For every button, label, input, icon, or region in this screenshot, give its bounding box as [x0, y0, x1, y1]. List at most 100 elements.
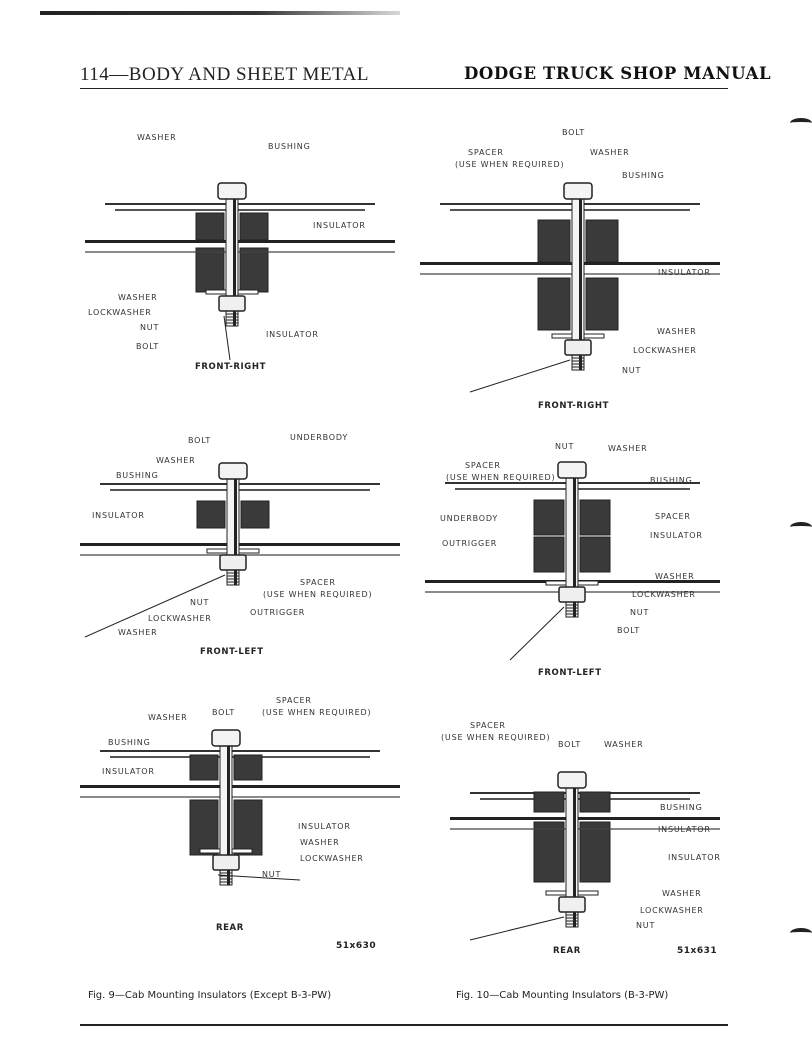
- label-washer: WASHER: [148, 713, 188, 722]
- bolt-head: [211, 729, 241, 747]
- label-bolt: BOLT: [188, 436, 212, 445]
- insulator-block: [533, 791, 565, 813]
- header-rule: [80, 88, 728, 89]
- frame-member: [420, 262, 720, 265]
- leader-line: [469, 359, 571, 393]
- running-header-title: DODGE TRUCK SHOP MANUAL: [464, 64, 772, 83]
- nut: [564, 339, 592, 356]
- label-lockwasher: LOCKWASHER: [88, 308, 152, 317]
- label-washer: WASHER: [604, 740, 644, 749]
- label-insulator: INSULATOR: [92, 511, 145, 520]
- label-spacer: SPACER: [470, 721, 506, 730]
- footer-rule: [80, 1024, 728, 1026]
- nut: [218, 295, 246, 312]
- view-caption: REAR: [553, 946, 581, 956]
- view-caption: REAR: [216, 923, 244, 933]
- running-header-section: 114—BODY AND SHEET METAL: [80, 64, 369, 85]
- label-bolt: BOLT: [136, 342, 160, 351]
- insulator-block: [189, 754, 219, 781]
- label-nut: NUT: [622, 366, 642, 375]
- floor-pan: [110, 489, 370, 491]
- label-lockwasher: LOCKWASHER: [640, 906, 704, 915]
- label-use-when-required: (USE WHEN REQUIRED): [446, 473, 556, 482]
- figure-caption-10: Fig. 10—Cab Mounting Insulators (B-3-PW): [456, 990, 669, 1001]
- insulator-block: [537, 219, 571, 263]
- label-spacer: SPACER: [465, 461, 501, 470]
- label-underbody: UNDERBODY: [290, 433, 349, 442]
- floor-pan: [440, 203, 700, 205]
- label-washer: WASHER: [118, 293, 158, 302]
- leader-line: [217, 874, 301, 881]
- frame-member: [85, 240, 395, 243]
- label-washer: WASHER: [156, 456, 196, 465]
- label-nut: NUT: [140, 323, 160, 332]
- label-insulator: INSULATOR: [658, 268, 711, 277]
- bolt-head: [218, 462, 248, 480]
- insulator-block: [195, 212, 225, 241]
- label-insulator: INSULATOR: [658, 825, 711, 834]
- label-nut: NUT: [555, 442, 575, 451]
- insulator-block: [585, 277, 619, 331]
- label-bushing: BUSHING: [268, 142, 311, 151]
- label-spacer: SPACER: [300, 578, 336, 587]
- label-bolt: BOLT: [562, 128, 586, 137]
- label-spacer: SPACER: [468, 148, 504, 157]
- bolt-shading: [573, 772, 576, 927]
- insulator-block: [533, 536, 565, 573]
- label-use-when-required: (USE WHEN REQUIRED): [455, 160, 565, 169]
- bolt-head: [563, 182, 593, 200]
- floor-pan: [100, 750, 380, 752]
- label-insulator: INSULATOR: [668, 853, 721, 862]
- label-spacer: SPACER: [655, 512, 691, 521]
- label-outrigger: OUTRIGGER: [442, 539, 498, 548]
- label-lockwasher: LOCKWASHER: [633, 346, 697, 355]
- insulator-block: [533, 499, 565, 536]
- view-caption: FRONT-RIGHT: [538, 401, 609, 411]
- label-bolt: BOLT: [558, 740, 582, 749]
- label-bolt: BOLT: [617, 626, 641, 635]
- label-insulator: INSULATOR: [102, 767, 155, 776]
- binding-mark: [790, 928, 812, 938]
- label-bushing: BUSHING: [660, 803, 703, 812]
- label-insulator: INSULATOR: [313, 221, 366, 230]
- floor-pan: [105, 203, 375, 205]
- leader-line: [509, 606, 565, 661]
- label-use-when-required: (USE WHEN REQUIRED): [441, 733, 551, 742]
- figure-code: 51x631: [677, 946, 718, 956]
- top-rule: [40, 11, 400, 15]
- insulator-block: [233, 754, 263, 781]
- insulator-block: [537, 277, 571, 331]
- label-nut: NUT: [636, 921, 656, 930]
- bolt-head: [557, 771, 587, 789]
- label-bushing: BUSHING: [622, 171, 665, 180]
- figure-caption-9: Fig. 9—Cab Mounting Insulators (Except B…: [88, 990, 332, 1001]
- label-lockwasher: LOCKWASHER: [300, 854, 364, 863]
- view-caption: FRONT-LEFT: [200, 647, 264, 657]
- insulator-block: [239, 247, 269, 293]
- insulator-block: [196, 500, 226, 529]
- label-use-when-required: (USE WHEN REQUIRED): [263, 590, 373, 599]
- frame-member: [80, 543, 400, 546]
- binding-mark: [790, 522, 812, 532]
- bolt-shading: [234, 463, 237, 585]
- nut: [558, 586, 586, 603]
- label-washer: WASHER: [655, 572, 695, 581]
- label-bushing: BUSHING: [108, 738, 151, 747]
- insulator-block: [579, 791, 611, 813]
- bolt-shading: [227, 730, 230, 885]
- label-spacer: SPACER: [276, 696, 312, 705]
- label-bushing: BUSHING: [650, 476, 693, 485]
- binding-mark: [790, 118, 812, 128]
- label-washer: WASHER: [300, 838, 340, 847]
- frame-member: [450, 817, 720, 820]
- label-insulator: INSULATOR: [298, 822, 351, 831]
- label-nut: NUT: [630, 608, 650, 617]
- label-insulator: INSULATOR: [650, 531, 703, 540]
- floor-pan: [450, 209, 690, 211]
- label-bushing: BUSHING: [116, 471, 159, 480]
- insulator-block: [189, 799, 219, 856]
- nut: [219, 554, 247, 571]
- insulator-block: [579, 821, 611, 883]
- leader-line: [223, 315, 231, 361]
